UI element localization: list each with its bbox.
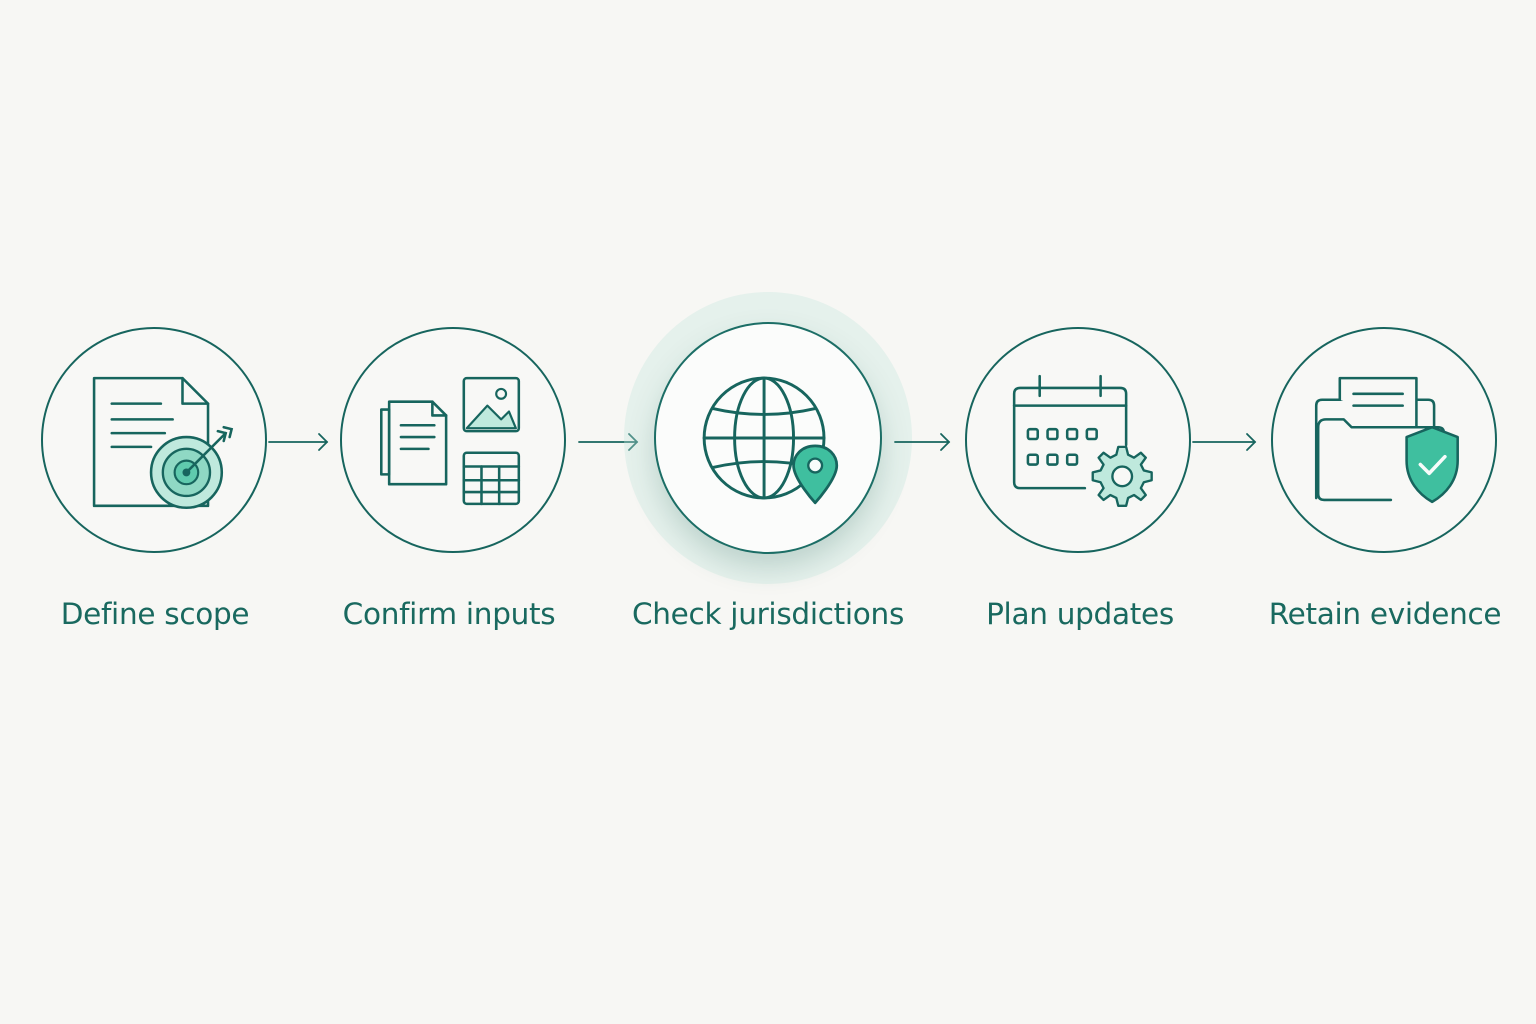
step-5-label: Retain evidence bbox=[1268, 597, 1502, 631]
step-1-label: Define scope bbox=[60, 597, 250, 631]
step-4-circle bbox=[965, 327, 1191, 553]
documents-image-table-icon bbox=[380, 376, 521, 506]
step-3-label: Check jurisdictions bbox=[631, 597, 905, 631]
step-3-circle bbox=[654, 322, 882, 554]
arrow-4 bbox=[1192, 430, 1257, 454]
document-target-icon bbox=[92, 376, 234, 510]
calendar-gear-icon bbox=[1012, 374, 1153, 507]
folder-shield-icon bbox=[1314, 376, 1459, 504]
step-2-circle bbox=[340, 327, 566, 553]
step-5-circle bbox=[1271, 327, 1497, 553]
arrow-2 bbox=[578, 430, 639, 454]
arrow-3 bbox=[894, 430, 951, 454]
step-1-circle bbox=[41, 327, 267, 553]
arrow-1 bbox=[268, 430, 329, 454]
step-4-label: Plan updates bbox=[986, 597, 1174, 631]
globe-location-pin-icon bbox=[702, 376, 839, 505]
step-2-label: Confirm inputs bbox=[342, 597, 556, 631]
